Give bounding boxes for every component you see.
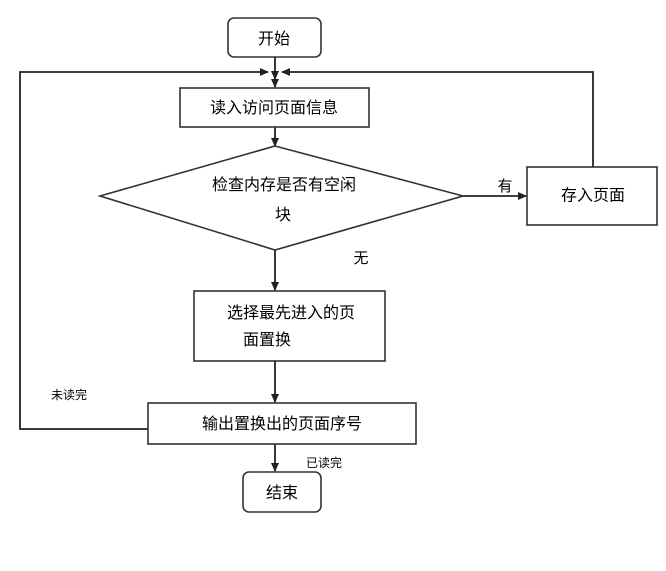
output-shape xyxy=(147,402,417,445)
store-page-node: 存入页面 xyxy=(526,166,658,226)
read-info-shape xyxy=(179,87,370,128)
connectors xyxy=(19,57,594,472)
edge-label-done: 已读完 xyxy=(306,455,342,470)
check-memory-shape xyxy=(97,145,467,251)
end-node: 结束 xyxy=(242,471,322,513)
check-memory-node: 检查内存是否有空闲 块 xyxy=(97,145,467,251)
edge-label-no: 无 xyxy=(353,249,368,267)
replace-label-line2: 面置换 xyxy=(243,330,291,349)
check-memory-label-line1: 检查内存是否有空闲 xyxy=(212,175,356,194)
replace-shape xyxy=(193,290,386,362)
output-node: 输出置换出的页面序号 xyxy=(147,402,417,445)
edge-label-yes: 有 xyxy=(497,177,512,195)
edge-output-loop-back xyxy=(19,68,269,430)
start-shape xyxy=(227,17,322,58)
end-shape xyxy=(242,471,322,513)
output-label: 输出置换出的页面序号 xyxy=(202,414,362,433)
check-memory-label-line2: 块 xyxy=(275,205,291,224)
read-info-node: 读入访问页面信息 xyxy=(179,87,370,128)
replace-label-line1: 选择最先进入的页 xyxy=(227,303,355,322)
edge-label-not-done: 未读完 xyxy=(51,387,87,402)
replace-node: 选择最先进入的页 面置换 xyxy=(193,290,386,362)
start-label: 开始 xyxy=(258,29,290,48)
edge-store-loop-back xyxy=(281,68,594,167)
end-label: 结束 xyxy=(266,483,298,502)
read-info-label: 读入访问页面信息 xyxy=(210,98,338,117)
store-page-label: 存入页面 xyxy=(561,186,625,205)
start-node: 开始 xyxy=(227,17,322,58)
store-page-shape xyxy=(526,166,658,226)
